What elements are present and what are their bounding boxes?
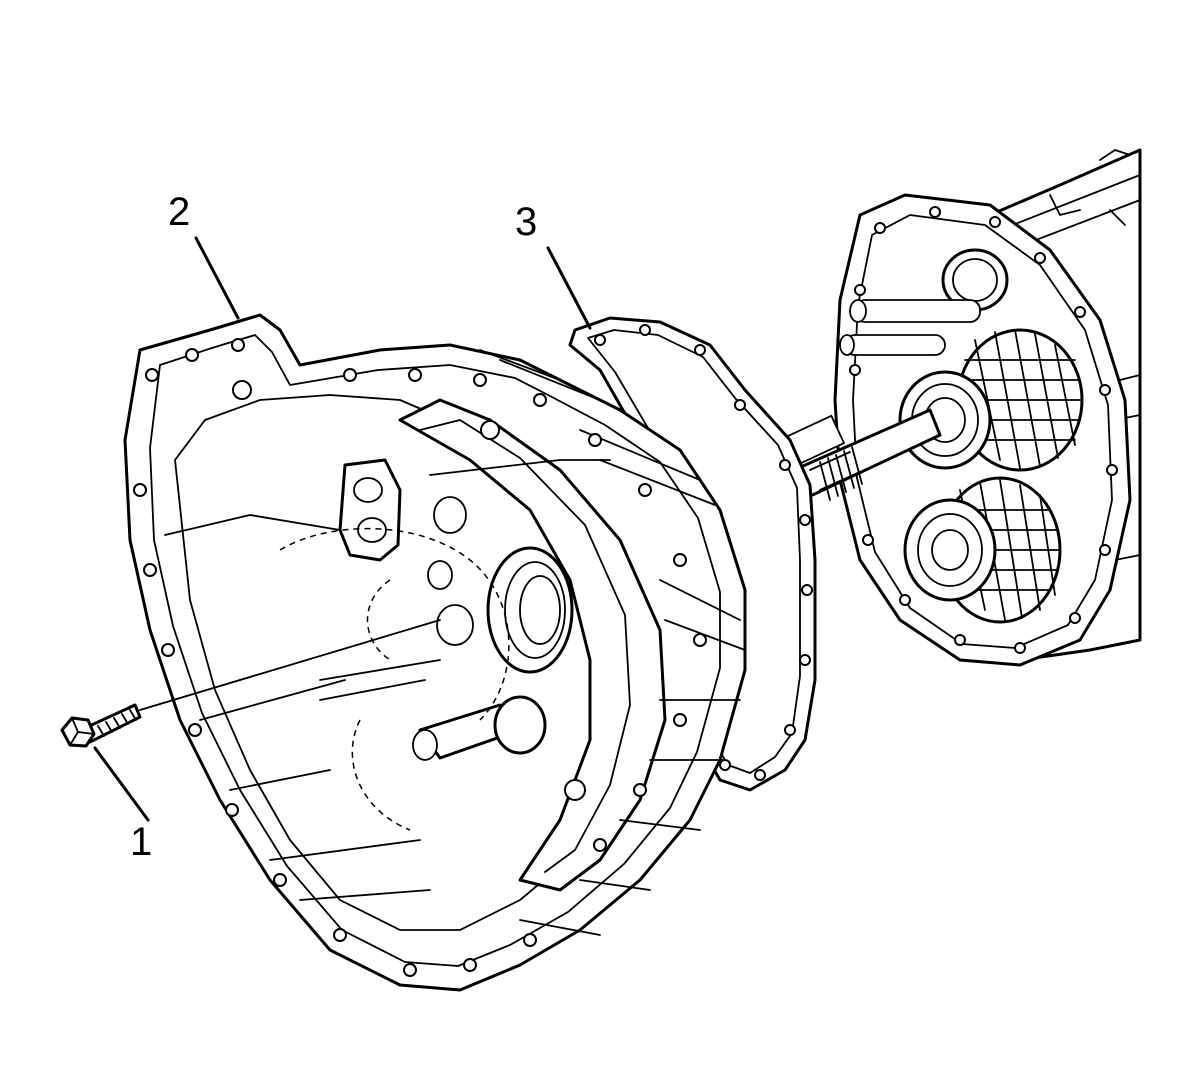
bolt [60,619,441,748]
callout-label-2: 2 [168,190,191,234]
leader-line-2 [194,236,240,320]
callout-label-3: 3 [515,200,538,244]
transmission-case [750,148,1142,667]
callout-label-1: 1 [130,820,153,864]
clutch-housing [123,313,747,992]
leader-line-1 [93,746,150,822]
leader-line-3 [546,246,592,330]
